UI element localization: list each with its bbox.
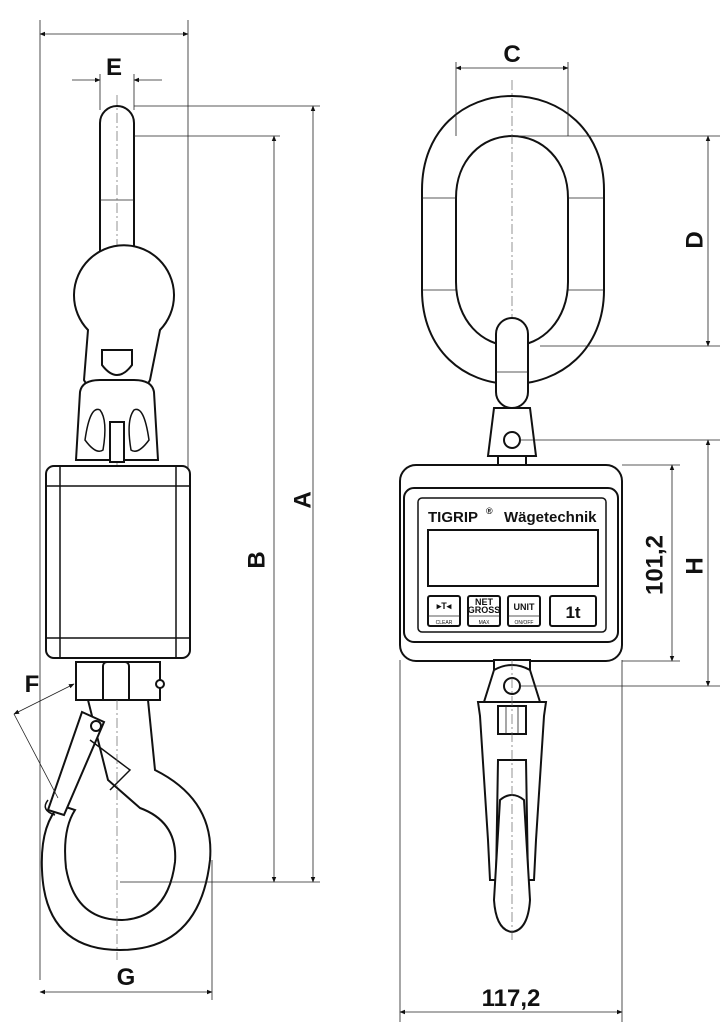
key-unit[interactable]: UNIT ON/OFF	[507, 595, 541, 627]
dim-label-a: A	[289, 491, 316, 508]
key-tare[interactable]: ▸T◂ CLEAR	[427, 595, 461, 627]
key-net-gross[interactable]: NET GROSS MAX	[467, 595, 501, 627]
capacity-plate	[549, 595, 597, 627]
upper-clevis	[74, 379, 160, 461]
dim-label-display-height: 101,2	[641, 535, 668, 595]
key-unit-label: UNIT	[514, 602, 535, 612]
hook-front	[476, 701, 548, 881]
key-tare-sublabel: CLEAR	[436, 620, 453, 626]
lcd-display	[427, 529, 599, 587]
brand-name: TIGRIP	[428, 509, 478, 526]
scale-body-side	[45, 465, 191, 659]
key-tare-label: ▸T◂	[436, 601, 452, 611]
dim-label-b: B	[243, 551, 270, 568]
registered-mark: ®	[486, 506, 493, 516]
dim-label-h: H	[681, 557, 708, 574]
dim-label-c: C	[503, 41, 520, 68]
front-view: TIGRIP ® Wägetechnik ▸T◂ CLEAR NET GROSS…	[399, 41, 720, 1022]
dim-label-g: G	[117, 964, 136, 991]
side-view: E A B F G	[13, 20, 320, 1000]
brand-subtitle: Wägetechnik	[504, 509, 597, 526]
key-gross-label: GROSS	[468, 605, 501, 615]
hook	[40, 699, 212, 952]
connector-rod	[495, 317, 529, 409]
safety-latch	[46, 710, 106, 817]
dim-label-total-width: 117,2	[482, 985, 541, 1012]
key-net-label: NET	[475, 597, 494, 607]
capacity-label: 1t	[565, 603, 580, 622]
dim-label-d: D	[681, 231, 708, 248]
dim-label-e: E	[106, 54, 122, 81]
dim-label-f: F	[25, 671, 40, 698]
key-unit-sublabel: ON/OFF	[515, 620, 534, 626]
key-net-gross-sublabel: MAX	[479, 620, 491, 626]
